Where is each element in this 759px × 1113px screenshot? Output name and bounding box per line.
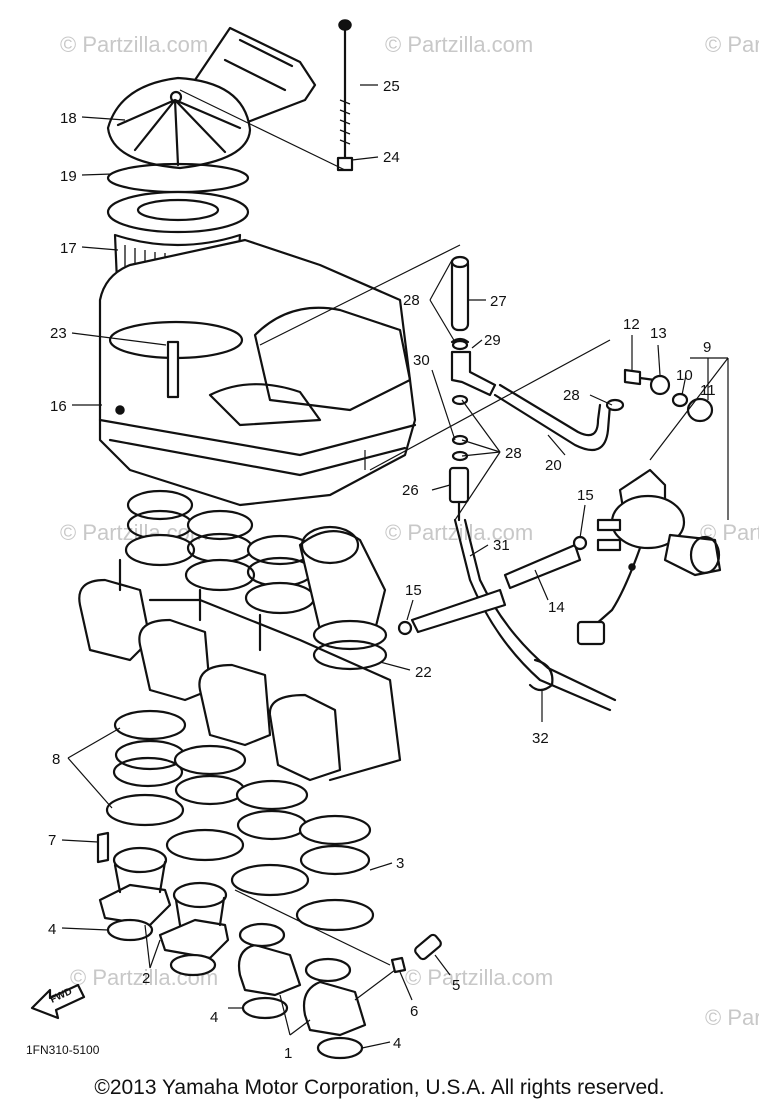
diagram-code: 1FN310-5100	[26, 1043, 100, 1057]
watermark: © Partzilla.com	[705, 32, 759, 57]
callout-4: 4	[48, 921, 56, 938]
callout-26: 26	[402, 482, 419, 499]
callout-12: 12	[623, 316, 640, 333]
callout-28: 28	[505, 445, 522, 462]
watermark: © Partzilla.com	[60, 32, 208, 57]
vacuum-hose	[410, 588, 507, 634]
callout-24: 24	[383, 149, 400, 166]
callout-23: 23	[50, 325, 67, 342]
callout-18: 18	[60, 110, 77, 127]
callout-7: 7	[48, 832, 56, 849]
callout-5: 5	[452, 977, 460, 994]
callout-9: 9	[703, 339, 711, 356]
callout-labels: 25 24 18 19 17 23 16 28 27 29 30 28 28 2…	[48, 78, 716, 1062]
callout-15: 15	[405, 582, 422, 599]
callout-29: 29	[484, 332, 501, 349]
case-screw	[166, 340, 180, 399]
callout-2: 2	[142, 970, 150, 987]
air-cleaner-assembly	[98, 19, 417, 507]
callout-22: 22	[415, 664, 432, 681]
element-top-ring	[106, 190, 250, 234]
callout-4: 4	[210, 1009, 218, 1026]
o-ring	[241, 996, 289, 1020]
carburetor-bank	[78, 558, 402, 782]
callout-17: 17	[60, 240, 77, 257]
breather-system	[259, 244, 625, 712]
copyright-notice: ©2013 Yamaha Motor Corporation, U.S.A. A…	[94, 1076, 665, 1099]
o-ring	[169, 953, 217, 977]
callout-14: 14	[548, 599, 565, 616]
callout-10: 10	[676, 367, 693, 384]
air-cleaner-case	[98, 238, 417, 507]
case-joints	[124, 489, 388, 671]
watermark: © Partzilla.com	[705, 1005, 759, 1030]
callout-20: 20	[545, 457, 562, 474]
breather-pipe	[450, 256, 470, 332]
callout-15: 15	[577, 487, 594, 504]
fwd-arrow-icon: FWD	[30, 983, 86, 1020]
o-ring	[316, 1036, 364, 1060]
callout-8: 8	[52, 751, 60, 768]
callout-4: 4	[393, 1035, 401, 1052]
callout-19: 19	[60, 168, 77, 185]
callout-32: 32	[532, 730, 549, 747]
drain-hose	[453, 518, 612, 712]
callout-30: 30	[413, 352, 430, 369]
callout-16: 16	[50, 398, 67, 415]
air-cleaner-cover	[106, 76, 252, 170]
solenoid-valve	[576, 368, 722, 646]
callout-28: 28	[403, 292, 420, 309]
watermark: © Partzilla.com	[385, 32, 533, 57]
callout-6: 6	[410, 1003, 418, 1020]
callout-31: 31	[493, 537, 510, 554]
callout-11: 11	[700, 382, 716, 399]
breather-hose	[493, 393, 612, 452]
leader-lines	[61, 84, 729, 1049]
callout-3: 3	[396, 855, 404, 872]
callout-13: 13	[650, 325, 667, 342]
check-valve	[448, 466, 470, 504]
watermark: © Partzilla.com	[405, 965, 553, 990]
manifold-joints	[96, 709, 442, 1060]
callout-25: 25	[383, 78, 400, 95]
callout-27: 27	[490, 293, 507, 310]
callout-28: 28	[563, 387, 580, 404]
callout-1: 1	[284, 1045, 292, 1062]
